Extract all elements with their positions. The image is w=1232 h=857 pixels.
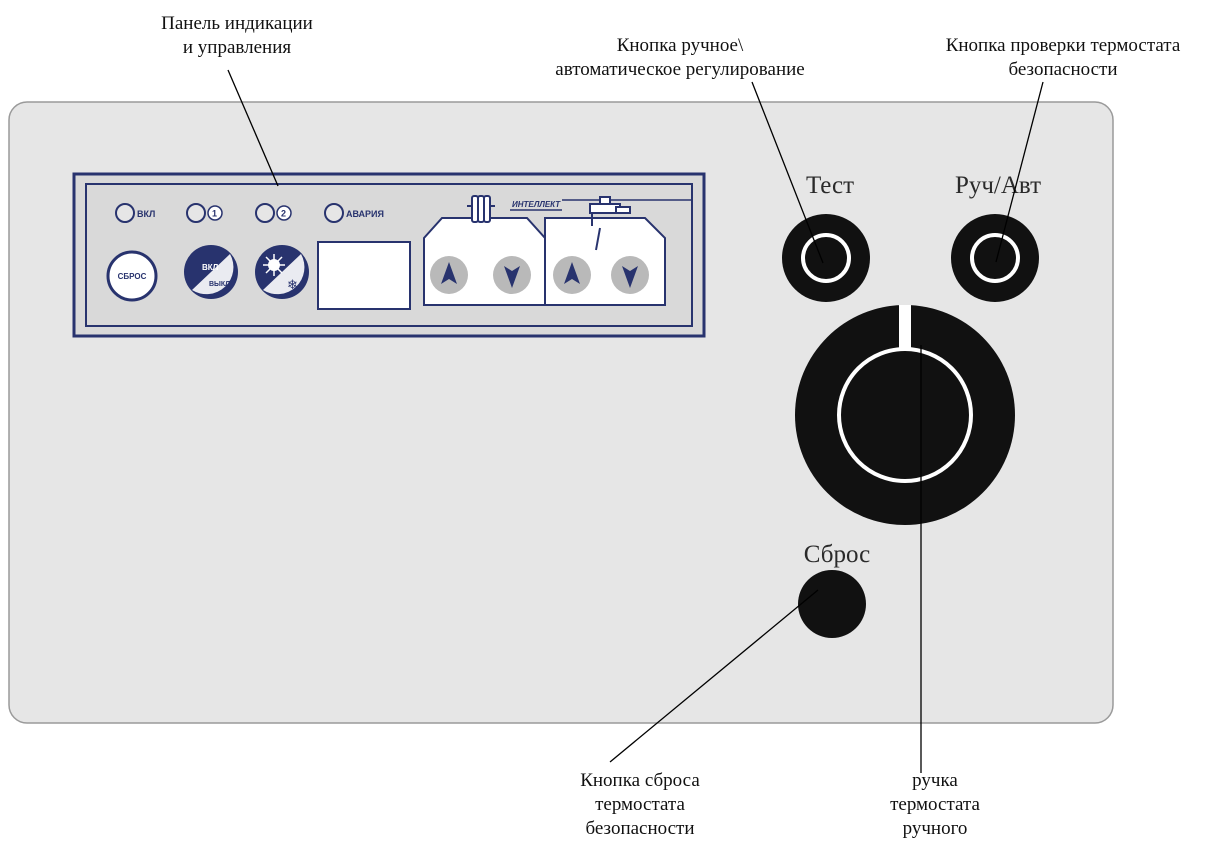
led-stage2-label: 2 bbox=[281, 209, 286, 219]
callout-reset-line1: Кнопка сброса bbox=[580, 770, 700, 791]
panel-reset-button[interactable] bbox=[106, 250, 158, 302]
radiator-icon bbox=[467, 195, 495, 223]
callout-reset-line3: безопасности bbox=[585, 818, 695, 839]
callout-manual-auto: Кнопка ручное\ автоматическое регулирова… bbox=[500, 34, 860, 82]
brand-label: ИНТЕЛЛЕКТ bbox=[512, 200, 561, 209]
heating-down-button[interactable] bbox=[493, 256, 531, 294]
callout-manual-auto-line1: Кнопка ручное\ bbox=[616, 35, 744, 56]
led-stage1-label: 1 bbox=[212, 209, 217, 219]
stage1-drop-icon bbox=[207, 205, 223, 221]
heating-up-arrow-icon bbox=[441, 262, 457, 284]
summer-winter-button[interactable]: ❄ bbox=[255, 245, 309, 299]
callout-safety-test: Кнопка проверки термостата безопасности bbox=[893, 34, 1232, 82]
leader-line-safety-test bbox=[995, 81, 1044, 263]
manual-auto-button[interactable] bbox=[951, 214, 1039, 302]
panel-reset-label: СБРОС bbox=[118, 272, 147, 281]
leader-line-panel bbox=[227, 69, 279, 187]
onoff-split bbox=[192, 254, 234, 295]
onoff-on-label: ВКЛ bbox=[202, 263, 219, 272]
callout-safety-test-line2: безопасности bbox=[1008, 59, 1118, 80]
sun-icon bbox=[263, 254, 285, 276]
heating-up-button[interactable] bbox=[430, 256, 468, 294]
snowflake-icon: ❄ bbox=[287, 278, 298, 293]
callout-manual-auto-line2: автоматическое регулирование bbox=[555, 59, 805, 80]
reset-label: Сброс bbox=[804, 541, 870, 568]
led-stage2 bbox=[255, 203, 275, 223]
onoff-button[interactable]: ВКЛ ВЫКЛ bbox=[184, 245, 238, 299]
water-up-button[interactable] bbox=[553, 256, 591, 294]
test-label: Тест bbox=[806, 172, 854, 199]
onoff-off-label: ВЫКЛ bbox=[209, 281, 230, 288]
callout-panel-line1: Панель индикации bbox=[161, 13, 313, 34]
water-down-arrow-icon bbox=[622, 266, 638, 288]
callout-knob: ручка термостата ручного bbox=[860, 769, 1010, 841]
callout-panel: Панель индикации и управления bbox=[122, 12, 352, 60]
water-down-button[interactable] bbox=[611, 256, 649, 294]
led-alarm-label: АВАРИЯ bbox=[346, 209, 384, 219]
manual-auto-label: Руч/Авт bbox=[955, 172, 1041, 199]
led-stage1 bbox=[186, 203, 206, 223]
display-window bbox=[317, 241, 411, 310]
led-power bbox=[115, 203, 135, 223]
led-alarm bbox=[324, 203, 344, 223]
leader-line-manual-auto bbox=[751, 81, 824, 264]
callout-panel-line2: и управления bbox=[182, 37, 292, 58]
heating-down-arrow-icon bbox=[504, 266, 520, 288]
thermostat-knob[interactable] bbox=[795, 305, 1015, 525]
callout-knob-line1: ручка bbox=[912, 770, 958, 791]
callout-safety-test-line1: Кнопка проверки термостата bbox=[945, 35, 1181, 56]
test-button[interactable] bbox=[782, 214, 870, 302]
tap-icon bbox=[589, 196, 631, 251]
leader-line-reset bbox=[609, 589, 819, 763]
callout-knob-line3: ручного bbox=[902, 818, 968, 839]
callout-knob-line2: термостата bbox=[890, 794, 980, 815]
summer-winter-split bbox=[263, 254, 305, 295]
knob-indicator-mark bbox=[899, 305, 911, 349]
control-panel: ВКЛ 1 2 АВАРИЯ СБРОС ВКЛ ВЫКЛ bbox=[72, 172, 706, 338]
safety-reset-button[interactable] bbox=[798, 570, 866, 638]
callout-reset: Кнопка сброса термостата безопасности bbox=[540, 769, 740, 841]
callout-reset-line2: термостата bbox=[595, 794, 685, 815]
stage2-drop-icon bbox=[276, 205, 292, 221]
water-up-arrow-icon bbox=[564, 262, 580, 284]
led-power-label: ВКЛ bbox=[137, 209, 155, 219]
